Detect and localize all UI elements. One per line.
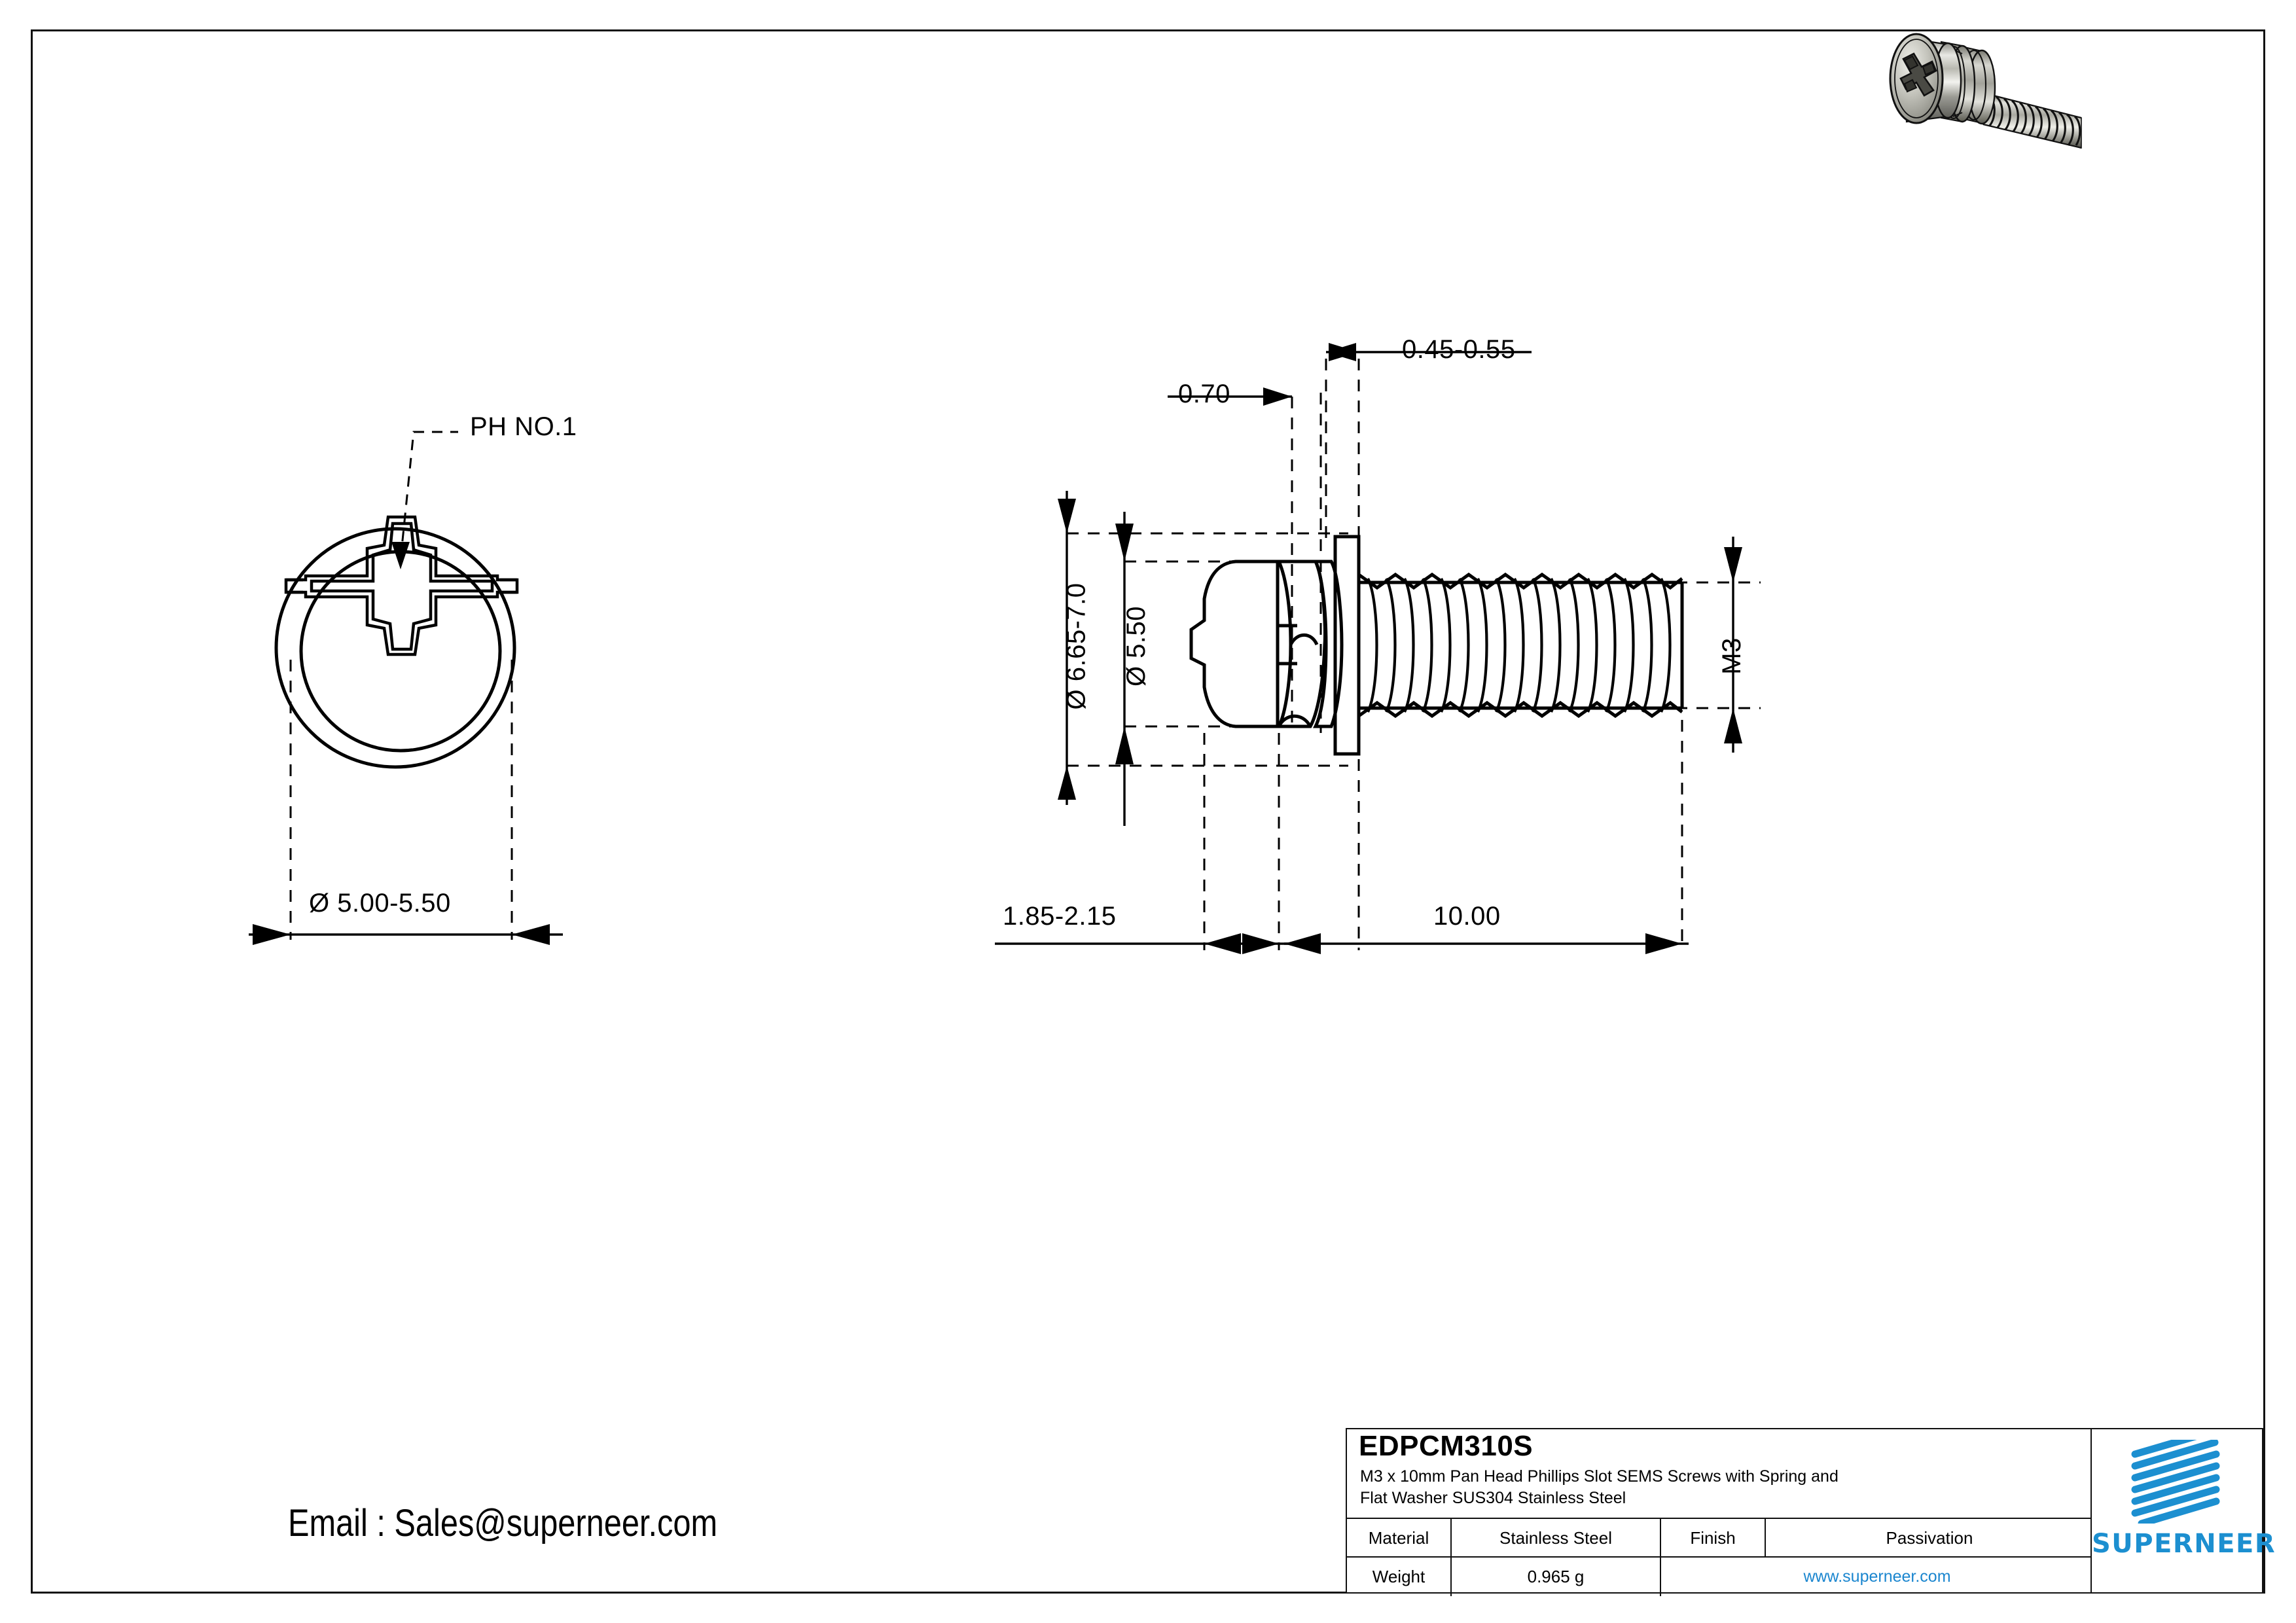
washer-outer-diameter-label: Ø 6.65-7.0	[1062, 582, 1091, 710]
head-height-label: 1.85-2.15	[1003, 902, 1117, 931]
material-label: Material	[1347, 1519, 1452, 1558]
brand-name: SUPERNEER	[2092, 1529, 2276, 1559]
material-value: Stainless Steel	[1452, 1519, 1661, 1558]
title-block-info-panel: EDPCM310S M3 x 10mm Pan Head Phillips Sl…	[1346, 1428, 2093, 1596]
thread-length-label: 10.00	[1433, 902, 1501, 931]
part-number: EDPCM310S	[1359, 1430, 1534, 1462]
part-description-line-1: M3 x 10mm Pan Head Phillips Slot SEMS Sc…	[1360, 1467, 1839, 1486]
side-view-head-diameter-label: Ø 5.50	[1122, 605, 1151, 687]
spec-row-material: Material Stainless Steel Finish Passivat…	[1347, 1518, 2093, 1558]
finish-label: Finish	[1661, 1519, 1766, 1558]
drawing-frame-border	[31, 29, 2265, 1594]
weight-label: Weight	[1347, 1558, 1452, 1596]
screw-3d-render	[1885, 20, 2278, 149]
title-block: EDPCM310S M3 x 10mm Pan Head Phillips Sl…	[1346, 1428, 2276, 1596]
contact-email: Email : Sales@superneer.com	[288, 1502, 718, 1544]
website-link[interactable]: www.superneer.com	[1803, 1567, 1951, 1586]
spec-table: Material Stainless Steel Finish Passivat…	[1347, 1518, 2093, 1596]
flat-washer-thickness-label: 0.45-0.55	[1402, 335, 1516, 364]
brand-panel: SUPERNEER	[2092, 1428, 2276, 1594]
weight-value: 0.965 g	[1452, 1558, 1661, 1596]
end-view-drive-callout: PH NO.1	[470, 412, 577, 441]
spring-washer-thickness-label: 0.70	[1178, 380, 1230, 408]
superneer-logo-icon	[2130, 1428, 2228, 1527]
finish-value: Passivation	[1886, 1528, 1973, 1548]
part-description-line-2: Flat Washer SUS304 Stainless Steel	[1360, 1489, 1626, 1507]
thread-size-label: M3	[1717, 637, 1746, 675]
spec-row-weight: Weight 0.965 g www.superneer.com	[1347, 1556, 2093, 1596]
end-view-head-diameter-label: Ø 5.00-5.50	[309, 889, 451, 918]
part-description: M3 x 10mm Pan Head Phillips Slot SEMS Sc…	[1360, 1466, 2080, 1509]
